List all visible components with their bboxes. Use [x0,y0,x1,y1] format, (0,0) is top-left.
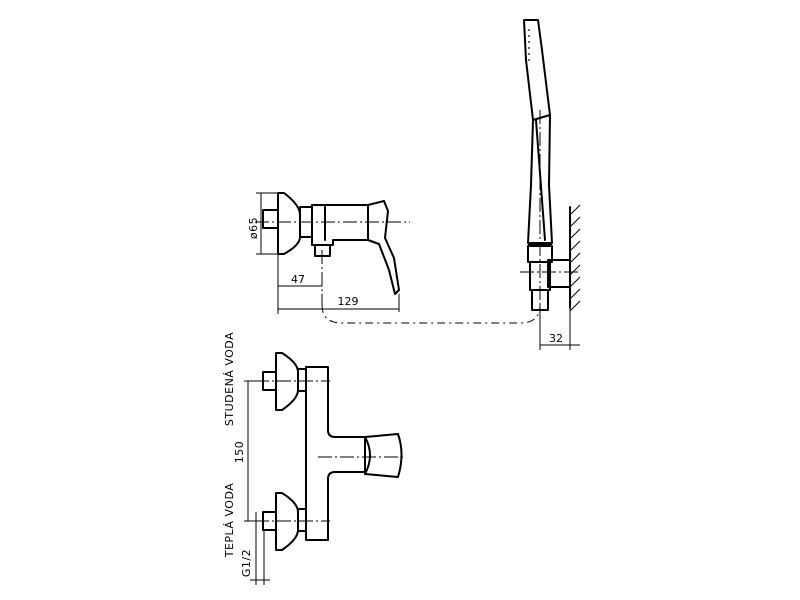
side-view [255,192,541,324]
hose-path [321,304,541,324]
side-valve-body [311,204,369,246]
dim-65-label: ø65 [247,217,260,239]
dim-129-label: 129 [338,295,359,308]
side-wall-flange [277,192,301,255]
hot-water-label: TEPLÁ VODA [223,483,236,559]
front-vertical-body [305,366,366,541]
wall-holder [547,259,571,288]
dim-32-label: 32 [549,332,563,345]
front-connector-top [297,368,307,392]
shower-assembly [520,19,581,320]
front-view [255,352,405,551]
front-dimensions: 150 G1/2 [233,380,270,585]
front-connector-bottom [297,508,307,532]
side-flange-nut [262,209,279,229]
handheld-shower [523,19,553,244]
shower-nozzles [528,29,530,61]
front-cartridge-curve [364,436,371,475]
wall-hatching [569,204,581,312]
side-lever [367,200,400,295]
dim-150-label: 150 [233,441,246,464]
dim-g12-label: G1/2 [240,549,253,577]
dim-32: 32 [539,308,580,350]
side-dimensions: ø65 47 129 [247,192,400,314]
dim-47-label: 47 [291,273,305,286]
cold-water-label: STUDENÁ VODA [223,332,236,426]
